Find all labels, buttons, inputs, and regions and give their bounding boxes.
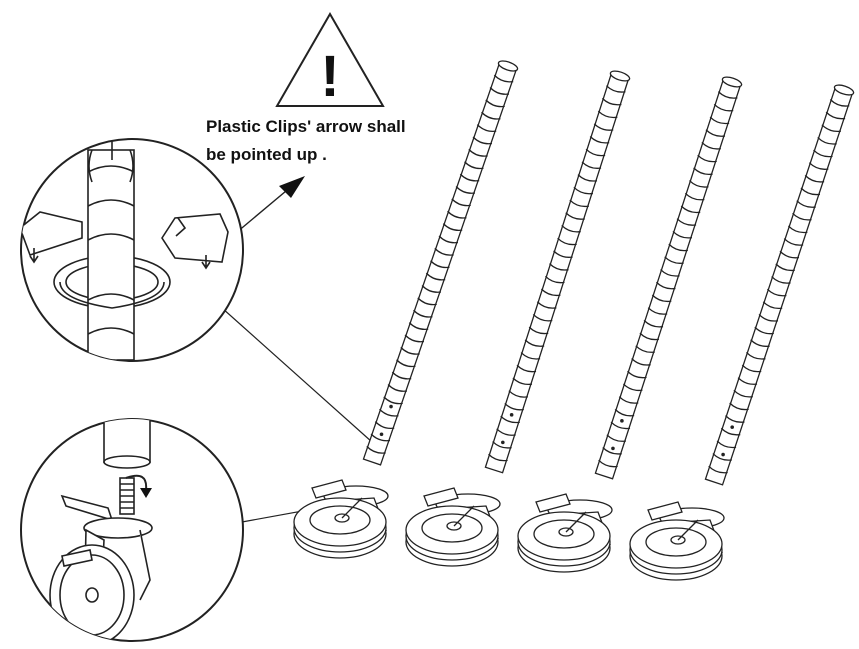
- caster-detail-circle: [20, 418, 244, 642]
- leader-line-top: [221, 307, 373, 443]
- warning-note-line-2: be pointed up .: [206, 145, 327, 164]
- caster-pole-4: [704, 84, 855, 486]
- caster-wheel-3: [517, 493, 613, 573]
- warning-exclamation: !: [320, 44, 339, 109]
- caster-pole-3: [594, 76, 743, 480]
- caster-wheel-1: [293, 479, 389, 559]
- caster-wheel-2: [405, 487, 501, 567]
- warning-note-line-1: Plastic Clips' arrow shall: [206, 117, 406, 136]
- caster-pole-2: [484, 70, 631, 474]
- rotate-arrow-icon: [125, 474, 152, 498]
- poles-group: [293, 60, 855, 581]
- caster-wheel-4: [629, 501, 725, 581]
- warning-triangle-icon: !: [275, 11, 385, 109]
- clip-detail-circle: [20, 138, 244, 362]
- caster-pole-1: [362, 60, 519, 466]
